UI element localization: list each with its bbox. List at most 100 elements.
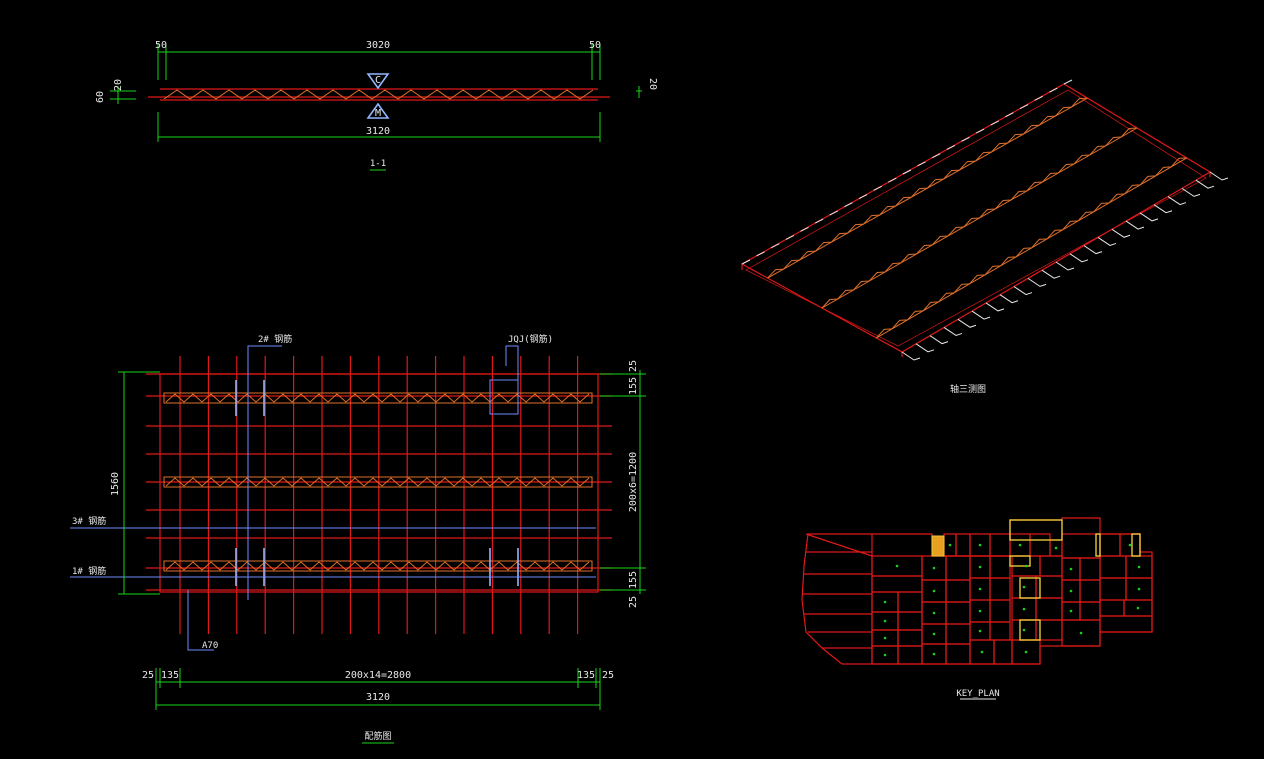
key-plan-cell [1035,597,1063,621]
iso-hook-bottom [1055,261,1075,271]
iso-hook-top [917,161,926,167]
key-plan-cell [945,555,971,581]
key-plan-marker [1018,543,1022,547]
iso-hook-top [785,235,795,240]
key-plan-cell [993,639,1013,665]
plan-dim-right-25-bot: 25 [628,596,639,608]
truss-band [163,560,593,572]
key-plan-marker [932,589,936,593]
key-plan-marker [1024,564,1028,568]
dim-left: 50 [155,40,167,51]
plan-dim-bottom-135-right: 135 [577,670,595,681]
key-plan-cell [1079,579,1101,603]
isometric-view: 轴三测图 [740,79,1229,395]
iso-hook-bottom [1013,286,1033,296]
iso-hook-bottom [929,335,949,345]
iso-hook-top [1019,104,1029,109]
key-plan-cell [945,579,971,603]
key-plan-cell [1039,555,1063,577]
iso-hook-top [756,251,765,257]
iso-hook-bottom [943,327,963,337]
key-plan-marker [932,652,936,656]
key-plan-cell [989,533,1011,557]
label-jqj: JQJ(钢筋) [508,333,553,345]
key-plan-cell [1061,533,1101,559]
iso-hook-bottom [1097,237,1117,247]
dim-right: 50 [589,40,601,51]
iso-hook-bottom [957,318,977,328]
iso-hook-top [902,169,912,175]
key-plan-marker [883,600,887,604]
key-plan-cell [955,533,971,557]
iso-hook-bottom [999,294,1019,304]
key-plan-marker [1136,606,1140,610]
key-plan-marker [1079,631,1083,635]
iso-hook-bottom [1027,277,1047,287]
iso-hook-top [932,153,941,159]
plan-dim-height: 1560 [110,472,121,496]
key-plan-marker [932,611,936,615]
plan-dim-right-155-top: 155 [628,377,639,395]
key-plan-marker [978,565,982,569]
key-plan-marker [883,619,887,623]
key-plan-cell [1099,555,1127,579]
iso-hook-bottom [1111,228,1131,238]
key-plan-marker [1022,607,1026,611]
key-plan-marker [883,653,887,657]
key-plan-cell [1079,557,1101,581]
key-plan-highlight [1019,577,1041,599]
truss-band [163,476,593,488]
key-plan-marker [1054,546,1058,550]
dim-total: 3120 [366,126,390,137]
truss-zigzag [165,477,590,487]
iso-hook-top [1034,95,1043,101]
iso-hook-bottom [1209,171,1229,181]
section-view: 50 3020 50 C M 60 20 20 3120 1-1 [95,40,658,171]
key-plan-cell [1099,577,1127,601]
key-plan-marker [980,650,984,654]
section-title: 1-1 [370,159,386,169]
label-a70: A70 [202,641,218,651]
key-plan-marker [932,566,936,570]
key-plan-marker [978,609,982,613]
plan-dim-bottom-total: 3120 [366,692,390,703]
label-rebar-2: 2# 钢筋 [258,333,292,345]
label-rebar-3: 3# 钢筋 [72,515,106,527]
iso-hook-bottom [1125,220,1145,230]
key-plan-cell [897,645,923,665]
iso-hook-bottom [901,351,921,361]
plan-dim-right-155-bot: 155 [628,571,639,589]
marker-top-label: C [375,75,381,86]
iso-truss-zigzag [767,97,1088,279]
key-plan-cell [1099,533,1121,557]
key-plan-marker [1022,628,1026,632]
iso-hook-bottom [985,302,1005,312]
plan-dim-bottom-135-left: 135 [161,670,179,681]
iso-hook-bottom [1083,245,1103,255]
iso-hook-top [800,226,809,232]
key-plan-cell [1061,619,1101,647]
key-plan-cell [1029,533,1051,557]
iso-hook-top [946,145,956,150]
key-plan-cell [989,599,1011,623]
iso-hook-top [1063,79,1073,85]
iso-hook-bottom [971,310,991,320]
plan-dim-right-25-top: 25 [628,360,639,372]
iso-hook-bottom [1139,212,1159,222]
key-plan-marker [883,636,887,640]
iso-hook-bottom [1181,187,1201,197]
key-plan-highlight [1009,555,1031,567]
dim-height-60: 60 [95,91,106,103]
key-plan-marker [1069,609,1073,613]
iso-hook-top [741,259,751,265]
iso-truss-zigzag [876,157,1187,339]
iso-hook-bottom [1069,253,1089,263]
key-plan-cell [945,601,971,625]
truss-zigzag [165,393,590,403]
plan-dim-bottom-25-right: 25 [602,670,614,681]
key-plan-cell [989,577,1011,601]
plan-title: 配筋图 [364,730,391,742]
section-marker-bottom [366,102,390,119]
truss-band [163,392,593,404]
